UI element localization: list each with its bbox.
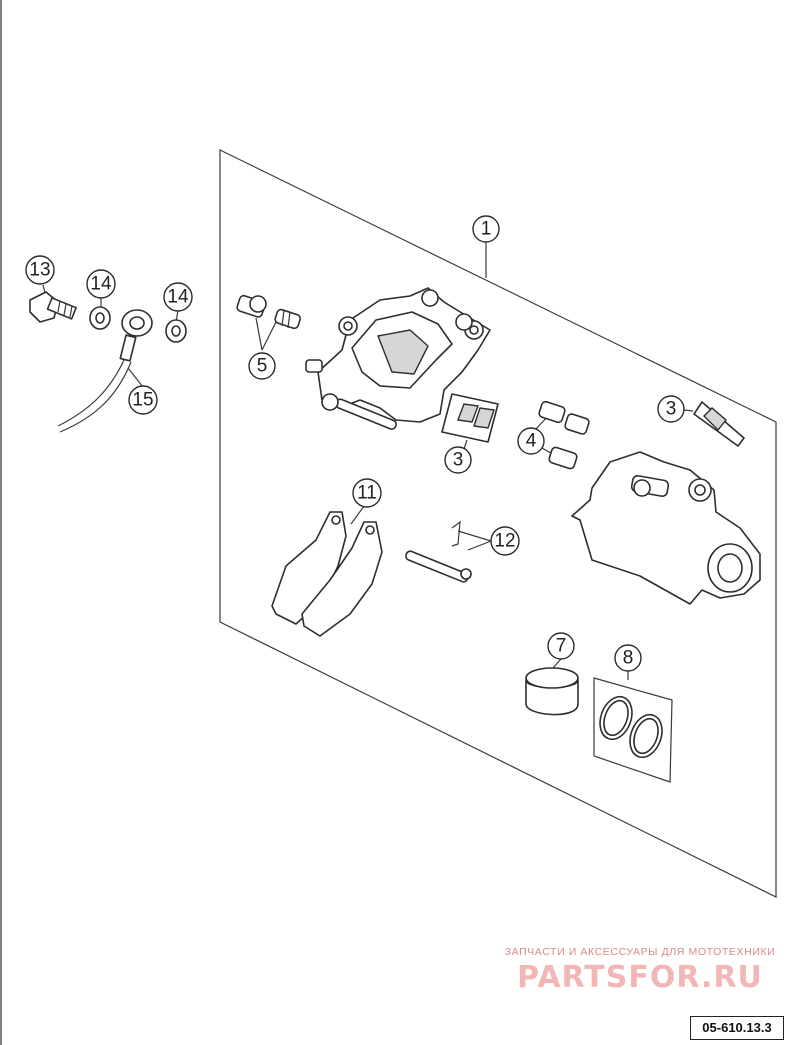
brake-line-part [57,309,153,433]
caliper-body-part [305,287,491,430]
callout-14-left: 14 [86,269,116,299]
callout-15: 15 [128,385,158,415]
watermark: ЗАПЧАСТИ И АКСЕССУАРЫ ДЛЯ МОТОТЕХНИКИ PA… [488,946,792,995]
seal-kit-part [593,677,673,783]
drawing-number: 05-610.13.3 [690,1016,784,1040]
banjo-bolt-part [29,291,77,323]
callout-3-spring-plate: 3 [444,446,472,474]
callout-7-label: 7 [556,636,567,657]
callout-13-label: 13 [29,260,50,281]
watermark-brand: PARTSFOR.RU [517,960,763,995]
callout-14-right: 14 [163,282,193,312]
pad-pin-part [405,520,472,583]
bleeder-screws-part [236,294,302,330]
callout-12: 12 [490,526,520,556]
leader-lines [42,241,694,680]
callout-4-label: 4 [526,431,537,452]
assembly-frame [219,149,777,898]
caliper-bracket-part [571,451,761,605]
callout-8: 8 [614,644,642,672]
guide-pins-part [538,400,590,470]
piston-part [525,667,579,716]
callout-11-label: 11 [357,483,377,504]
callout-5-label: 5 [257,356,268,377]
pad-spring-clip-part [693,401,745,447]
callout-1: 1 [472,215,500,243]
callout-8-label: 8 [623,648,634,669]
callout-14-label: 14 [167,287,189,308]
callout-4: 4 [517,427,545,455]
callout-3-label: 3 [666,399,677,420]
pad-spring-plate-part [441,393,499,443]
callout-11: 11 [352,478,382,508]
callout-3-spring-clip: 3 [657,395,685,423]
callout-3-label: 3 [453,450,464,471]
watermark-tagline: ЗАПЧАСТИ И АКСЕССУАРЫ ДЛЯ МОТОТЕХНИКИ [504,946,776,958]
callout-5: 5 [248,352,276,380]
callout-14-label: 14 [90,274,112,295]
callout-12-label: 12 [494,531,515,552]
brake-pads-part [271,511,383,637]
callout-13: 13 [25,255,55,285]
callout-15-label: 15 [132,390,153,411]
callout-7: 7 [547,632,575,660]
callout-1-label: 1 [481,219,492,240]
